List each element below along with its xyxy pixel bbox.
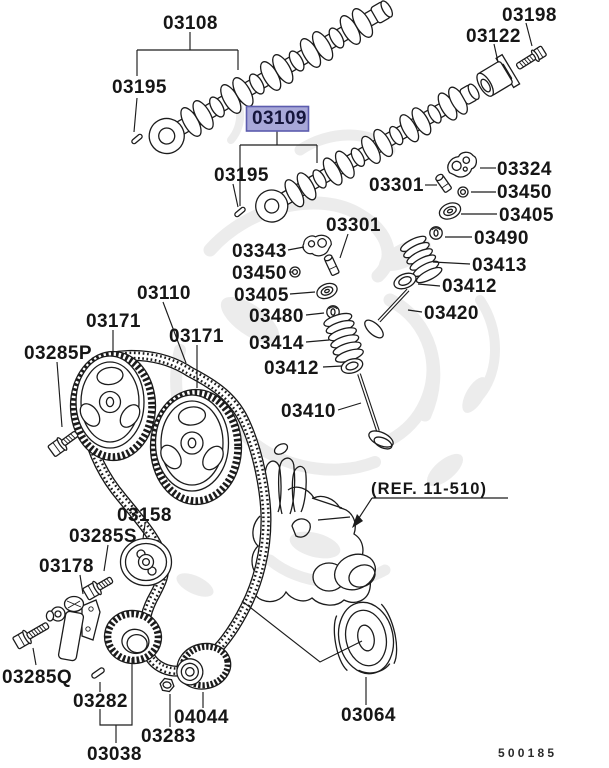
part-label-03412-1[interactable]: 03412 <box>442 276 497 297</box>
part-label-03122[interactable]: 03122 <box>466 26 521 47</box>
oil-pump-sprocket-drawing <box>103 609 163 665</box>
tensioner-bolt-drawing <box>82 576 114 601</box>
part-label-03405-1[interactable]: 03405 <box>499 205 554 226</box>
part-label-03285S[interactable]: 03285S <box>69 526 137 547</box>
tensioner-assembly-drawing <box>45 595 101 662</box>
woodruff-key-drawing <box>91 667 105 679</box>
valve-right-drawing <box>364 288 410 339</box>
sprocket-bolt-drawing <box>47 430 79 457</box>
leader-lines <box>32 22 533 743</box>
part-label-03064[interactable]: 03064 <box>341 705 396 726</box>
part-label-03285Q[interactable]: 03285Q <box>2 667 72 688</box>
camshaft-pin-upper-drawing <box>131 133 143 145</box>
part-label-03490[interactable]: 03490 <box>474 228 529 249</box>
access-plate-drawing <box>333 601 398 675</box>
part-label-03283[interactable]: 03283 <box>141 726 196 747</box>
part-label-03410[interactable]: 03410 <box>281 401 336 422</box>
sheet-code: 500185 <box>498 746 557 760</box>
camshaft-exhaust-drawing <box>255 83 480 223</box>
valve-left-drawing <box>357 373 394 450</box>
part-label-03480[interactable]: 03480 <box>249 306 304 327</box>
rocker-arm-right-drawing <box>447 151 478 178</box>
valve-seal-right-drawing <box>438 202 462 220</box>
valve-retainer-right-drawing <box>429 226 443 240</box>
lash-adjuster-left-drawing <box>323 254 340 277</box>
part-label-03195-2[interactable]: 03195 <box>214 165 269 186</box>
cam-sprocket-right-drawing <box>149 388 243 506</box>
cam-sprocket-left-drawing <box>69 350 157 462</box>
spring-seat-left-drawing <box>340 358 364 374</box>
camshaft-intake-drawing <box>148 0 394 155</box>
crank-nut-drawing <box>159 677 175 693</box>
part-label-03450-1[interactable]: 03450 <box>497 182 552 203</box>
part-label-03158[interactable]: 03158 <box>117 505 172 526</box>
part-label-03414[interactable]: 03414 <box>249 333 304 354</box>
ref-note-label: (REF. 11-510) <box>371 480 487 498</box>
spring-seat-right-drawing <box>393 272 417 290</box>
part-label-03195-1[interactable]: 03195 <box>112 77 167 98</box>
part-label-03324[interactable]: 03324 <box>497 159 552 180</box>
part-label-03110[interactable]: 03110 <box>137 283 191 304</box>
part-label-03198[interactable]: 03198 <box>502 5 557 26</box>
part-label-03412-2[interactable]: 03412 <box>264 358 319 379</box>
part-label-03405-2[interactable]: 03405 <box>234 285 289 306</box>
camshaft-pin-lower-drawing <box>234 206 246 218</box>
camshaft-bolt-drawing <box>515 45 547 70</box>
part-label-04044[interactable]: 04044 <box>174 707 229 728</box>
part-label-03301-2[interactable]: 03301 <box>326 215 381 236</box>
part-label-03178[interactable]: 03178 <box>39 556 94 577</box>
valve-spring-right-drawing <box>399 235 443 284</box>
part-label-03109-selected[interactable]: 03109 <box>252 108 307 129</box>
tensioner-pulley-drawing <box>119 537 173 587</box>
part-label-03171-1[interactable]: 03171 <box>86 311 141 332</box>
crank-sprocket-drawing <box>176 642 232 690</box>
part-label-03413[interactable]: 03413 <box>472 255 527 276</box>
part-label-03171-2[interactable]: 03171 <box>169 326 224 347</box>
part-label-03343[interactable]: 03343 <box>232 241 287 262</box>
cam-coupling-drawing <box>476 53 521 97</box>
bracket-bolt-drawing <box>12 622 50 650</box>
part-label-03285P[interactable]: 03285P <box>24 343 92 364</box>
part-label-03038[interactable]: 03038 <box>87 744 142 765</box>
part-label-03420[interactable]: 03420 <box>424 303 479 324</box>
selected-part-highlight[interactable] <box>245 105 310 132</box>
part-label-03108[interactable]: 03108 <box>163 13 218 34</box>
lash-adjuster-right-drawing <box>435 173 452 193</box>
valve-nut-right-drawing <box>457 186 469 198</box>
ref-arrowhead <box>352 514 363 528</box>
part-label-03301-1[interactable]: 03301 <box>369 175 424 196</box>
rocker-arm-left-drawing <box>302 234 332 257</box>
part-label-03282[interactable]: 03282 <box>73 691 128 712</box>
valve-seal-left-drawing <box>316 282 338 300</box>
part-label-03450-2[interactable]: 03450 <box>232 263 287 284</box>
valve-spring-left-drawing <box>323 312 364 363</box>
